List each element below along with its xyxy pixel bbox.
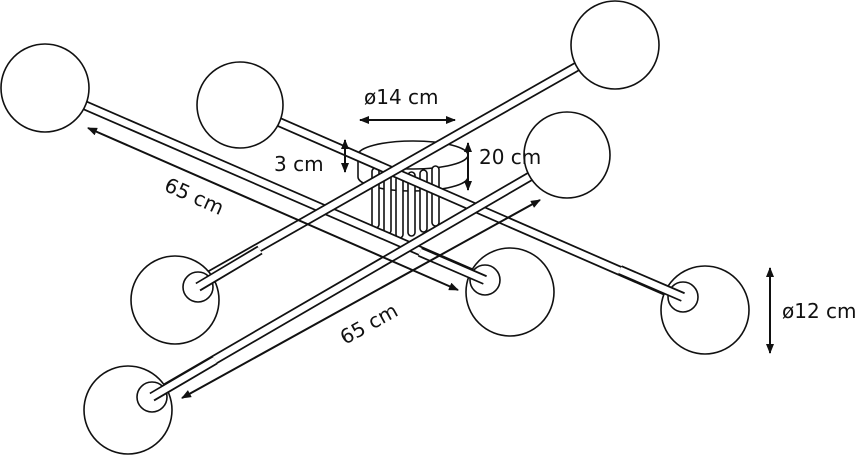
arm-length-arrow-2	[181, 199, 541, 399]
globe	[196, 61, 284, 149]
globe-diameter-label: ø12 cm	[782, 299, 857, 323]
arm-length-label-2: 65 cm	[336, 298, 402, 349]
globe	[570, 0, 660, 90]
arm-length-label-1: 65 cm	[161, 173, 228, 220]
total-height-label: 20 cm	[479, 145, 541, 169]
dimension-arrows	[87, 116, 774, 399]
canopy-height-label: 3 cm	[274, 152, 324, 176]
globe	[0, 43, 90, 133]
canopy-diameter-label: ø14 cm	[364, 85, 439, 109]
globe	[523, 111, 611, 199]
